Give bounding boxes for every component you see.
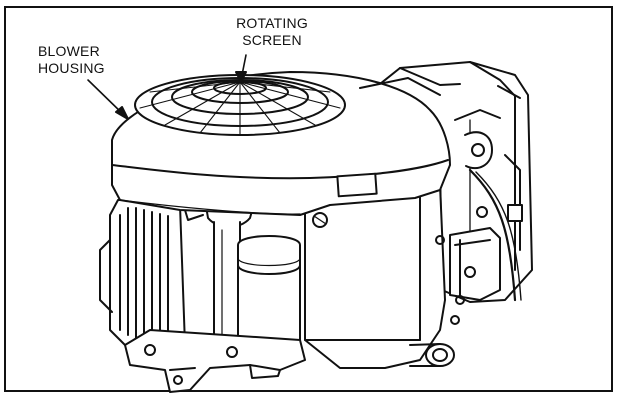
crankcase bbox=[304, 174, 465, 369]
drain-plug bbox=[409, 343, 455, 367]
cooling-fins bbox=[99, 199, 186, 346]
carburetor bbox=[449, 131, 501, 301]
callout-rotating-screen: ROTATING SCREEN bbox=[236, 15, 308, 48]
rotating-screen bbox=[134, 74, 346, 136]
fuel-line bbox=[468, 168, 523, 302]
leader-blower-housing bbox=[87, 79, 129, 120]
leader-rotating-screen bbox=[235, 54, 247, 83]
callout-blower-housing: BLOWER HOUSING bbox=[38, 43, 105, 76]
mounting-base bbox=[124, 329, 306, 393]
